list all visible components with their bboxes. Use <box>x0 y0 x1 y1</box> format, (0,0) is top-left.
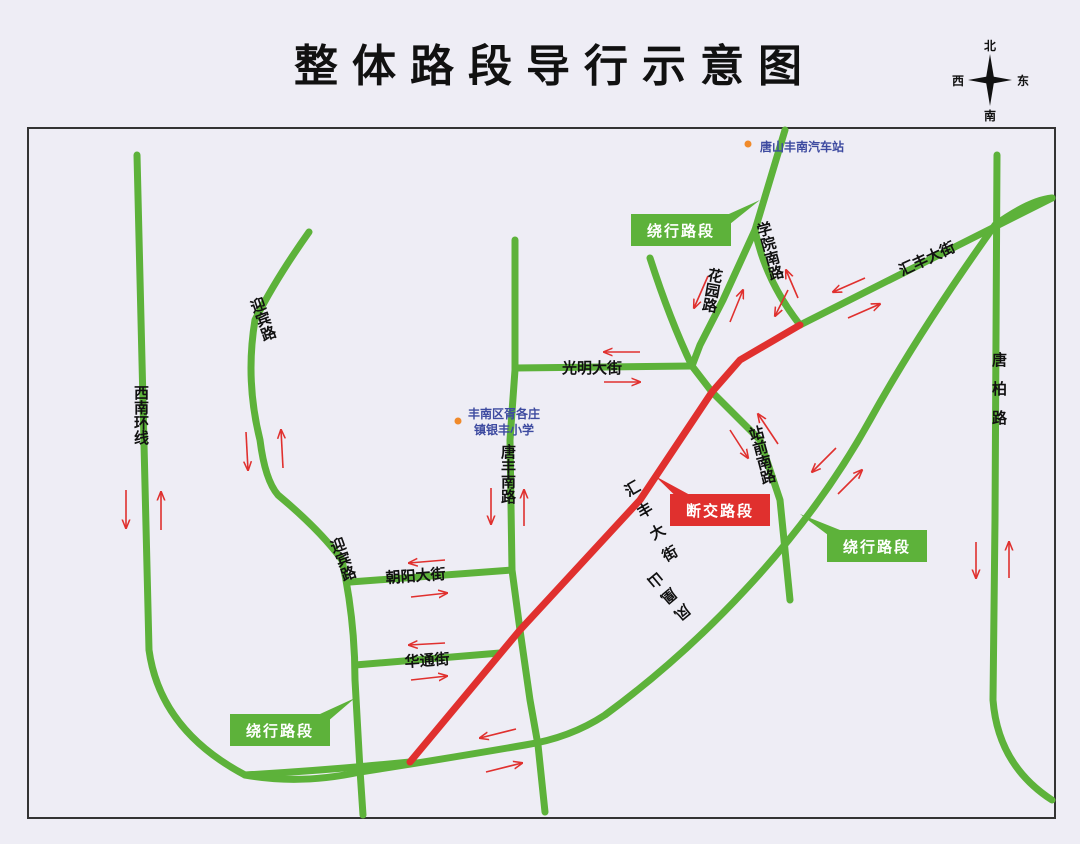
road-closed-segment <box>406 321 804 766</box>
label-tangbolu: 唐柏路 <box>990 351 1008 439</box>
road-guangmingdajie <box>511 362 696 372</box>
poi-school-label-line2: 镇银丰小学 <box>474 422 534 437</box>
compass-east: 东 <box>1017 73 1029 88</box>
direction-arrows <box>126 270 1009 773</box>
callout-detour-top: 绕行路段 <box>631 200 760 246</box>
label-chaoyangdajie: 朝阳大街 <box>385 565 446 587</box>
poi-dot-icon <box>454 417 462 425</box>
poi-dot-icon <box>744 140 752 148</box>
callout-detour-left-label: 绕行路段 <box>246 722 314 740</box>
label-tangfengnanlu: 唐丰南路 <box>499 443 517 504</box>
road-tangbolu <box>989 151 1056 804</box>
label-guangmingdajie: 光明大街 <box>561 359 622 377</box>
road-chaoyangdajie <box>346 566 516 586</box>
road-huayuanlu <box>646 254 794 604</box>
callout-closed-label: 断交路段 <box>686 502 754 520</box>
callout-detour-left: 绕行路段 <box>230 698 355 746</box>
callout-detour-right-label: 绕行路段 <box>843 538 911 556</box>
road-south-ramp <box>241 758 414 779</box>
road-tangfengnanlu <box>506 236 549 816</box>
compass-west: 西 <box>952 74 964 88</box>
callout-closed: 断交路段 <box>655 476 770 526</box>
compass-south: 南 <box>984 108 996 122</box>
compass-north: 北 <box>984 38 996 53</box>
poi-bus-station: 唐山丰南汽车站 <box>744 139 844 154</box>
label-huatongjie: 华通街 <box>404 650 450 671</box>
compass-icon: 北 南 西 东 <box>952 38 1029 122</box>
map-title: 整体路段导行示意图 <box>294 41 816 92</box>
poi-school: 丰南区胥各庄 镇银丰小学 <box>454 406 540 437</box>
road-huatongjie <box>351 649 504 669</box>
poi-bus-station-label: 唐山丰南汽车站 <box>760 139 844 154</box>
road-xueyuannanlu <box>688 126 789 370</box>
map-frame <box>27 127 1056 819</box>
label-xinanhuanxian: 西南环线 <box>132 385 150 446</box>
road-network <box>133 126 1056 819</box>
callout-detour-top-label: 绕行路段 <box>647 222 715 240</box>
road-yingbinlu <box>247 228 367 819</box>
road-xueyuannanlu-curve <box>751 226 804 329</box>
road-huifengdajie-east <box>796 194 1056 329</box>
road-xinanhuanxian <box>133 151 1056 783</box>
poi-school-label-line1: 丰南区胥各庄 <box>468 406 540 421</box>
callout-detour-right: 绕行路段 <box>800 514 927 562</box>
